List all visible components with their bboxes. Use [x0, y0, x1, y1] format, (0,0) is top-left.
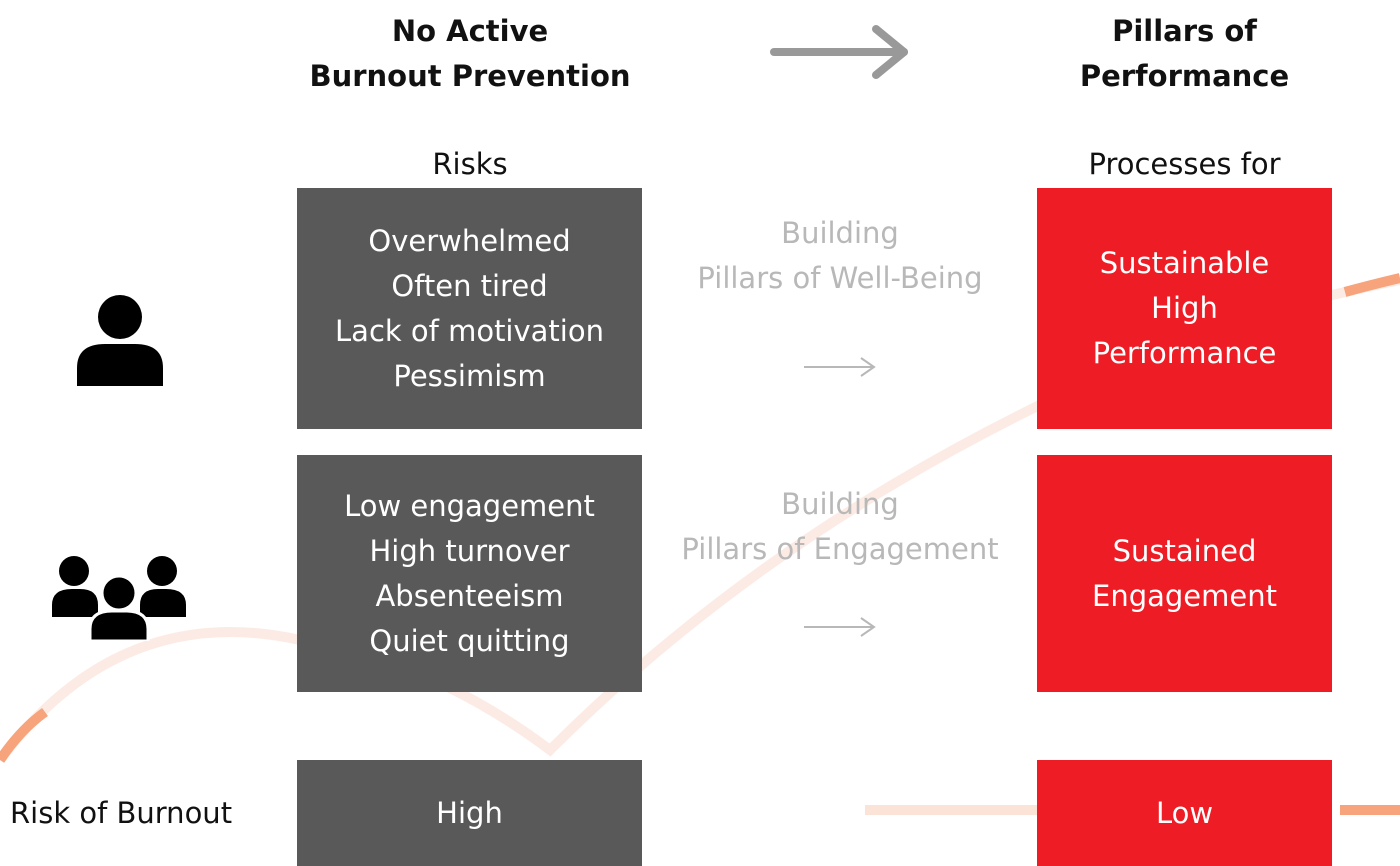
- individual-risks-box: Overwhelmed Often tired Lack of motivati…: [297, 188, 642, 429]
- burnout-risk-high-box: High: [297, 760, 642, 866]
- risk-item: High turnover: [369, 533, 570, 568]
- risk-item: Quiet quitting: [369, 623, 570, 658]
- risk-item: Lack of motivation: [335, 313, 604, 348]
- right-heading-line2: Performance: [1079, 59, 1290, 93]
- right-heading-line1: Pillars of: [1112, 14, 1257, 48]
- bridge-line1: Building: [781, 487, 899, 521]
- left-heading: No Active Burnout Prevention: [300, 9, 640, 99]
- risk-item: Low engagement: [344, 488, 595, 523]
- burnout-value: Low: [1155, 795, 1214, 830]
- right-heading: Pillars of Performance: [1037, 9, 1332, 99]
- team-risks-box: Low engagement High turnover Absenteeism…: [297, 455, 642, 692]
- sustainable-performance-box: Sustainable High Performance: [1037, 188, 1332, 429]
- risk-item: Often tired: [391, 268, 548, 303]
- risk-item: Overwhelmed: [368, 223, 571, 258]
- wellbeing-bridge-text: Building Pillars of Well-Being: [660, 211, 1020, 301]
- risk-of-burnout-label: Risk of Burnout: [10, 796, 233, 830]
- outcome-line: Sustained: [1112, 533, 1257, 568]
- left-heading-line1: No Active: [391, 14, 549, 48]
- sustained-engagement-box: Sustained Engagement: [1037, 455, 1332, 692]
- engagement-arrow-icon: [804, 617, 876, 637]
- processes-subheading: Processes for: [1088, 147, 1281, 181]
- person-icon: [77, 295, 163, 386]
- outcome-line: Sustainable: [1099, 246, 1270, 280]
- wellbeing-arrow-icon: [804, 357, 876, 377]
- risk-item: Pessimism: [393, 358, 546, 393]
- risk-item: Absenteeism: [375, 578, 564, 613]
- heading-arrow-icon: [770, 25, 908, 79]
- left-heading-line2: Burnout Prevention: [309, 59, 631, 93]
- outcome-line: High: [1151, 291, 1218, 325]
- burnout-value: High: [436, 795, 503, 830]
- burnout-risk-low-box: Low: [1037, 760, 1332, 866]
- group-icon: [52, 556, 186, 641]
- outcome-line: Engagement: [1092, 578, 1277, 613]
- bridge-line1: Building: [781, 216, 899, 250]
- outcome-line: Performance: [1092, 336, 1277, 370]
- bridge-line2: Pillars of Engagement: [681, 532, 999, 566]
- engagement-bridge-text: Building Pillars of Engagement: [660, 482, 1020, 572]
- risks-subheading: Risks: [432, 147, 508, 181]
- bridge-line2: Pillars of Well-Being: [697, 261, 983, 295]
